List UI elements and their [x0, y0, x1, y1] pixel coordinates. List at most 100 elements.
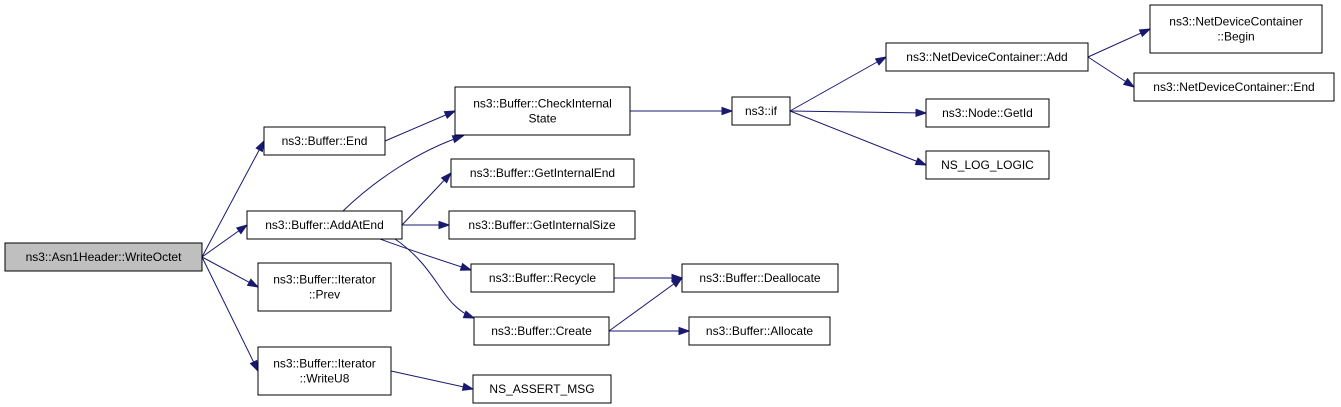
edge-writeoctet-to-iterator-writeu8: [201, 256, 259, 373]
edge-buffer-create-to-buffer-deallocate: [608, 277, 684, 332]
edge-netdevicecontainer-add-to-netdevicecontainer-begin: [1087, 28, 1152, 58]
node-buffer-getinternalsize[interactable]: ns3::Buffer::GetInternalSize: [448, 210, 636, 240]
node-label: ns3::Buffer::Create: [491, 324, 592, 338]
edge-ns3-if-to-ns-log-logic: [789, 110, 928, 166]
node-ns-assert-msg[interactable]: NS_ASSERT_MSG: [472, 374, 612, 404]
edge-buffer-addatend-to-buffer-checkinternalstate: [342, 135, 465, 212]
node-label: ns3::Buffer::GetInternalSize: [468, 218, 616, 232]
edge-buffer-addatend-to-buffer-create: [394, 238, 476, 319]
node-label: ns3::Buffer::Iterator: [273, 273, 376, 287]
node-buffer-getinternalend[interactable]: ns3::Buffer::GetInternalEnd: [450, 158, 635, 188]
node-label: NS_LOG_LOGIC: [941, 158, 1034, 172]
arrowhead: [461, 382, 475, 391]
node-label: ns3::Buffer::End: [282, 134, 368, 148]
node-buffer-create[interactable]: ns3::Buffer::Create: [473, 316, 610, 346]
edge-writeoctet-to-iterator-prev: [201, 256, 260, 288]
node-ns-log-logic[interactable]: NS_LOG_LOGIC: [925, 150, 1050, 180]
node-box: [681, 263, 839, 293]
node-buffer-allocate[interactable]: ns3::Buffer::Allocate: [688, 316, 831, 346]
node-box: [448, 210, 636, 240]
node-box: [1149, 4, 1323, 54]
node-box: [472, 374, 612, 404]
edge-netdevicecontainer-add-to-netdevicecontainer-end: [1087, 56, 1136, 88]
arrowhead: [236, 224, 249, 235]
node-label: ns3::Buffer::CheckInternal: [473, 97, 612, 111]
node-label: ns3::Buffer::GetInternalEnd: [470, 166, 615, 180]
node-label: ::Begin: [1217, 30, 1254, 44]
node-label: ns3::Asn1Header::WriteOctet: [26, 250, 183, 264]
node-box: [731, 96, 791, 126]
arrowhead: [451, 135, 465, 144]
node-buffer-end[interactable]: ns3::Buffer::End: [263, 126, 386, 156]
arrowhead: [255, 139, 265, 153]
node-label: ns3::Buffer::Recycle: [489, 271, 596, 285]
edge-buffer-addatend-to-buffer-getinternalsize: [402, 220, 451, 230]
edge-buffer-create-to-buffer-allocate: [609, 326, 691, 336]
edge-ns3-if-to-node-getid: [789, 108, 928, 118]
node-netdevicecontainer-end[interactable]: ns3::NetDeviceContainer::End: [1133, 72, 1335, 102]
node-box: [473, 316, 610, 346]
node-label: ns3::NetDeviceContainer: [1169, 15, 1302, 29]
node-label: ns3::Node::GetId: [942, 106, 1033, 120]
arrowhead: [721, 106, 734, 116]
node-label: ::Prev: [309, 288, 340, 302]
node-netdevicecontainer-add[interactable]: ns3::NetDeviceContainer::Add: [885, 42, 1089, 72]
arrowhead: [874, 56, 888, 66]
arrowhead: [462, 310, 476, 319]
node-label: State: [528, 112, 556, 126]
node-ns3-if[interactable]: ns3::if: [731, 96, 791, 126]
arrowhead: [459, 262, 473, 271]
edge-iterator-writeu8-to-ns-assert-msg: [390, 370, 475, 391]
node-label: ns3::NetDeviceContainer::Add: [906, 50, 1067, 64]
arrowhead: [1122, 77, 1136, 88]
arrowhead: [914, 157, 928, 166]
node-label: ns3::Buffer::Iterator: [273, 357, 376, 371]
node-box: [688, 316, 831, 346]
node-buffer-recycle[interactable]: ns3::Buffer::Recycle: [470, 263, 615, 293]
node-label: ns3::if: [745, 104, 778, 118]
node-writeoctet[interactable]: ns3::Asn1Header::WriteOctet: [4, 242, 203, 272]
node-box: [450, 158, 635, 188]
arrowhead: [246, 278, 260, 288]
edge-buffer-checkinternalstate-to-ns3-if: [630, 106, 734, 116]
node-box: [4, 242, 203, 272]
node-label: ns3::Buffer::Allocate: [706, 324, 814, 338]
node-box: [1133, 72, 1335, 102]
node-buffer-deallocate[interactable]: ns3::Buffer::Deallocate: [681, 263, 839, 293]
node-box: [257, 346, 392, 396]
node-box: [454, 86, 631, 136]
node-node-getid[interactable]: ns3::Node::GetId: [925, 98, 1050, 128]
edge-buffer-addatend-to-buffer-recycle: [379, 238, 473, 271]
arrowhead: [443, 110, 457, 120]
edge-buffer-addatend-to-buffer-getinternalend: [401, 171, 453, 226]
arrowhead: [671, 277, 684, 288]
arrowhead: [1138, 28, 1152, 38]
node-iterator-prev[interactable]: ns3::Buffer::Iterator::Prev: [257, 262, 392, 312]
node-label: ns3::NetDeviceContainer::End: [1153, 80, 1314, 94]
edge-writeoctet-to-buffer-addatend: [201, 224, 249, 258]
node-label: ns3::Buffer::AddAtEnd: [265, 218, 384, 232]
node-buffer-addatend[interactable]: ns3::Buffer::AddAtEnd: [246, 210, 403, 240]
node-iterator-writeu8[interactable]: ns3::Buffer::Iterator::WriteU8: [257, 346, 392, 396]
node-box: [470, 263, 615, 293]
edge-buffer-recycle-to-buffer-deallocate: [614, 273, 684, 283]
edge-buffer-end-to-buffer-checkinternalstate: [384, 110, 457, 142]
call-graph-edges: [201, 28, 1152, 391]
node-box: [925, 98, 1050, 128]
arrowhead: [438, 220, 451, 230]
arrowhead: [440, 171, 453, 184]
arrowhead: [915, 108, 928, 118]
node-box: [263, 126, 386, 156]
arrowhead: [678, 326, 691, 336]
arrowhead: [249, 359, 259, 373]
edge-ns3-if-to-netdevicecontainer-add: [789, 56, 888, 112]
node-box: [885, 42, 1089, 72]
call-graph-nodes: ns3::Asn1Header::WriteOctetns3::Buffer::…: [4, 4, 1335, 404]
node-label: ns3::Buffer::Deallocate: [699, 271, 821, 285]
node-netdevicecontainer-begin[interactable]: ns3::NetDeviceContainer::Begin: [1149, 4, 1323, 54]
node-label: ::WriteU8: [300, 372, 350, 386]
node-label: NS_ASSERT_MSG: [489, 382, 594, 396]
node-box: [925, 150, 1050, 180]
